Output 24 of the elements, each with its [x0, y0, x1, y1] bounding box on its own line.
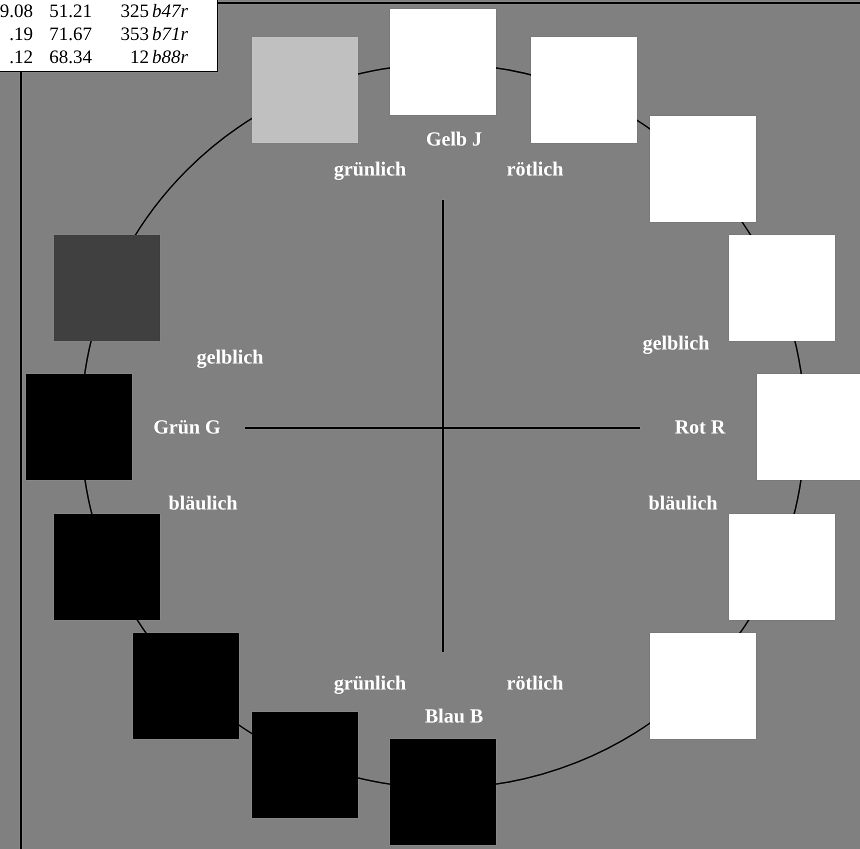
table-cell: 9.08 — [0, 1, 33, 23]
table-cell: 68.34 — [49, 47, 92, 69]
table-cell: .19 — [9, 24, 33, 46]
axis-label: gelblich — [642, 332, 710, 356]
table-cell: 325 — [120, 1, 149, 23]
table-cell: 71.67 — [49, 24, 92, 46]
table-cell: b47r — [152, 1, 188, 23]
axis-label: grünlich — [334, 672, 406, 696]
axis-label: Gelb J — [426, 128, 482, 152]
table-cell: b88r — [152, 47, 188, 69]
axis-label: bläulich — [168, 492, 238, 516]
table-cell: 353 — [120, 24, 149, 46]
table-cell: b71r — [152, 24, 188, 46]
table-cell: .12 — [9, 47, 33, 69]
axis-label: Grün G — [153, 416, 221, 440]
axis-label: rötlich — [506, 672, 564, 696]
axis-label: gelblich — [196, 346, 264, 370]
axis-label: bläulich — [648, 492, 718, 516]
axis-label: grünlich — [334, 158, 406, 182]
table-cell: 12 — [130, 47, 149, 69]
axis-label: rötlich — [506, 158, 564, 182]
axis-label: Blau B — [424, 706, 484, 728]
axis-label: Rot R — [674, 416, 726, 440]
table-cell: 51.21 — [49, 1, 92, 23]
